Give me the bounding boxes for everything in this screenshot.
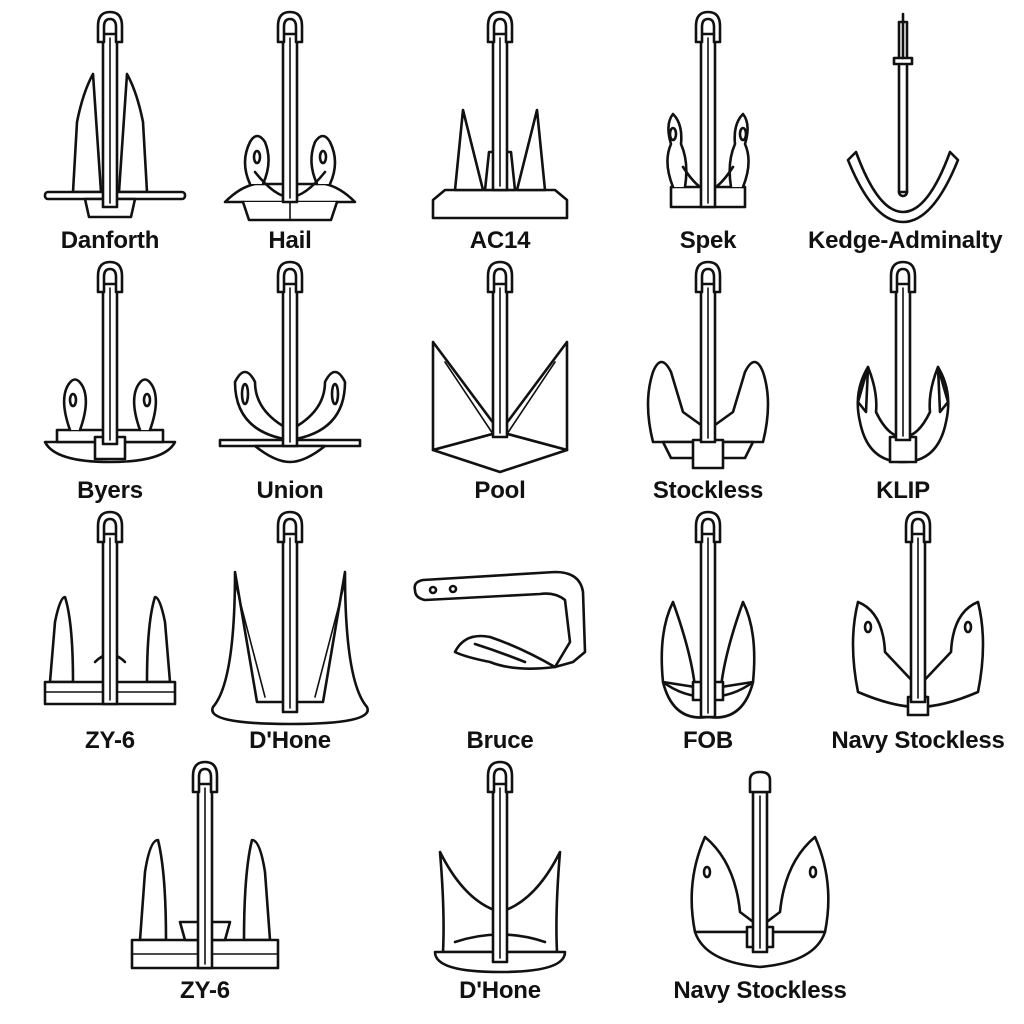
anchor-label: Union	[256, 477, 324, 504]
anchor-illustration-union	[218, 260, 362, 464]
anchor-illustration-navy	[851, 510, 985, 717]
anchor-label: KLIP	[876, 477, 930, 504]
anchor-5-kedge: Kedge-Adminalty	[808, 12, 1003, 257]
anchor-label: Navy Stockless	[831, 727, 1005, 754]
anchor-label: D'Hone	[459, 977, 541, 1004]
anchor-15-navy: Navy Stockless	[823, 510, 1013, 757]
anchor-label: Bruce	[466, 727, 534, 754]
anchor-11-zy6: ZY-6	[15, 510, 205, 757]
anchor-14-fob: FOB	[613, 510, 803, 757]
anchor-illustration-dhoneb	[433, 760, 567, 974]
anchor-label: Navy Stockless	[673, 977, 847, 1004]
anchor-10-klip: KLIP	[808, 260, 998, 507]
anchor-label: Hail	[268, 227, 312, 254]
anchor-illustration-spek	[666, 10, 750, 209]
anchor-3-ac14: AC14	[405, 10, 595, 257]
anchor-illustration-zy6	[43, 510, 177, 706]
anchor-6-byers: Byers	[15, 260, 205, 507]
anchor-illustration-bruce	[413, 570, 587, 670]
anchor-label: Byers	[77, 477, 143, 504]
anchor-illustration-byers	[43, 260, 177, 464]
anchor-label: Kedge-Adminalty	[808, 227, 1003, 254]
anchor-illustration-navyb	[690, 770, 830, 969]
anchor-7-union: Union	[195, 260, 385, 507]
anchor-label: FOB	[682, 727, 734, 754]
anchor-13-bruce: Bruce	[405, 512, 595, 757]
anchor-label: Danforth	[60, 227, 160, 254]
anchor-16-zy6b: ZY-6	[110, 760, 300, 1007]
anchor-label: Stockless	[652, 477, 764, 504]
anchor-18-navyb: Navy Stockless	[665, 762, 855, 1007]
anchor-4-spek: Spek	[613, 10, 803, 257]
anchor-illustration-ac14	[431, 10, 569, 220]
anchor-illustration-klip	[856, 260, 950, 464]
anchor-illustration-kedge	[846, 12, 960, 224]
anchor-8-pool: Pool	[405, 260, 595, 507]
anchor-illustration-fob	[660, 510, 756, 719]
anchor-illustration-hail	[223, 10, 357, 222]
anchor-illustration-stockless	[646, 260, 770, 470]
anchor-label: ZY-6	[180, 977, 230, 1004]
anchor-illustration-danforth	[43, 10, 187, 219]
anchor-label: Spek	[679, 227, 737, 254]
anchor-illustration-zy6b	[130, 760, 280, 970]
anchor-1-danforth: Danforth	[15, 10, 205, 257]
anchor-label: AC14	[469, 227, 531, 254]
anchor-9-stockless: Stockless	[613, 260, 803, 507]
anchor-illustration-dhone	[211, 510, 369, 726]
anchor-17-dhoneb: D'Hone	[405, 760, 595, 1007]
anchor-2-hail: Hail	[195, 10, 385, 257]
anchor-12-dhone: D'Hone	[195, 510, 385, 757]
anchor-illustration-pool	[431, 260, 569, 474]
anchor-label: D'Hone	[249, 727, 331, 754]
anchor-label: ZY-6	[85, 727, 135, 754]
anchor-label: Pool	[474, 477, 526, 504]
